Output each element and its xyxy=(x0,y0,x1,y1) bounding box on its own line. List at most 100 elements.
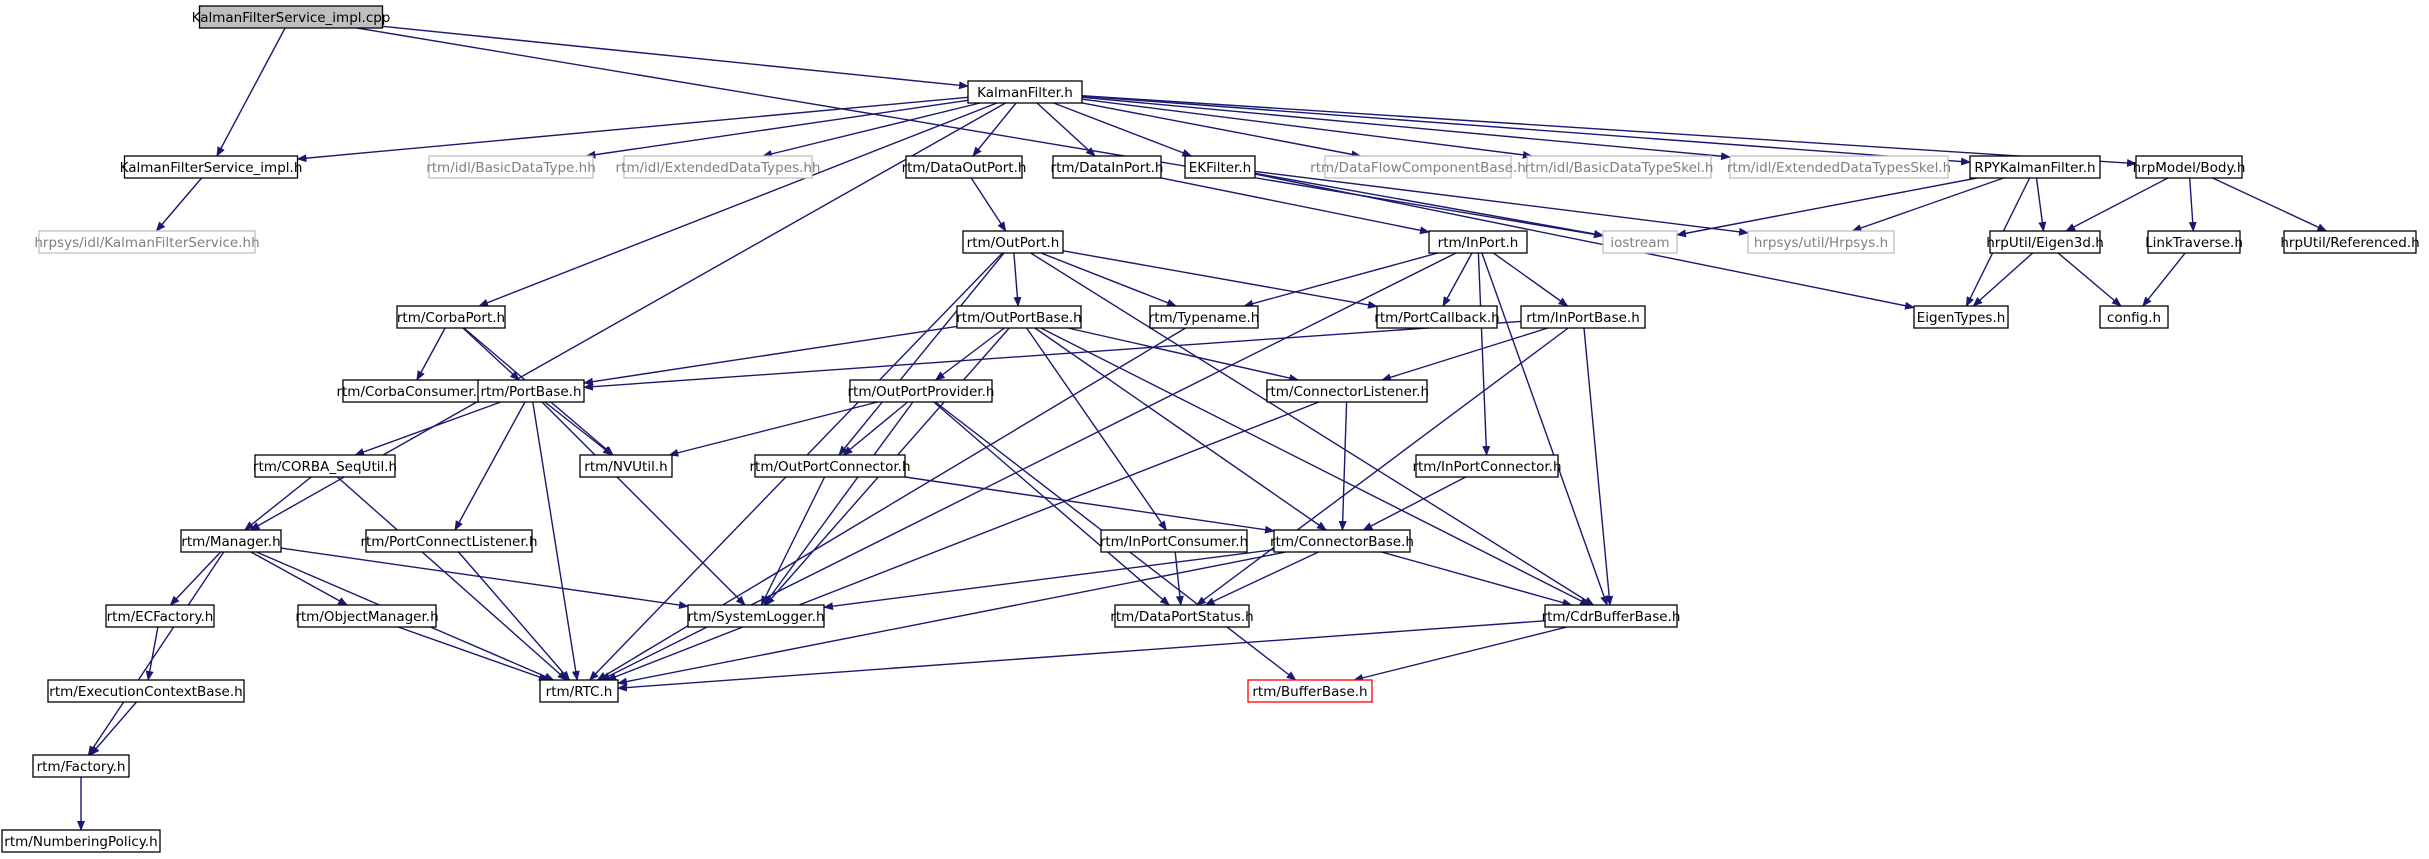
node-dop[interactable]: rtm/DataOutPort.h xyxy=(902,155,1027,179)
node-kfsihh[interactable]: hrpsys/idl/KalmanFilterService.hh xyxy=(34,230,260,254)
node-label: KalmanFilter.h xyxy=(977,85,1073,101)
node-manager[interactable]: rtm/Manager.h xyxy=(180,529,282,553)
edge-outportbase-to-opprov xyxy=(934,327,1005,381)
node-outport[interactable]: rtm/OutPort.h xyxy=(962,230,1064,254)
edge-connlist-to-connbase xyxy=(1338,401,1348,531)
node-factory[interactable]: rtm/Factory.h xyxy=(32,754,130,778)
node-root[interactable]: KalmanFilterService_impl.cpp xyxy=(192,5,391,29)
edge-inport-to-cdr xyxy=(1481,252,1608,606)
edge-outportbase-to-connlist xyxy=(1067,327,1300,382)
node-extskel[interactable]: rtm/idl/ExtendedDataTypesSkel.h xyxy=(1727,155,1951,179)
node-dfcb[interactable]: rtm/DataFlowComponentBase.h xyxy=(1310,155,1526,179)
node-numpol[interactable]: rtm/NumberingPolicy.h xyxy=(1,829,161,853)
node-inportbase[interactable]: rtm/InPortBase.h xyxy=(1520,305,1646,329)
edge-kf-to-body xyxy=(1081,95,2137,168)
node-box xyxy=(32,754,130,778)
node-box xyxy=(198,5,384,29)
edge-kf-to-extdt xyxy=(762,102,981,158)
node-inport[interactable]: rtm/InPort.h xyxy=(1428,230,1528,254)
edge-corbaseq-to-rtc xyxy=(336,476,568,681)
node-body[interactable]: hrpModel/Body.h xyxy=(2133,155,2246,179)
node-label: rtm/ECFactory.h xyxy=(107,609,214,625)
node-dps[interactable]: rtm/DataPortStatus.h xyxy=(1110,604,1254,628)
edge-connbase-to-cdr xyxy=(1381,551,1573,607)
edge-inport-to-inportbase xyxy=(1492,252,1569,307)
edge-inportbase-to-connlist xyxy=(1381,327,1549,382)
node-corbacons[interactable]: rtm/CorbaConsumer.h xyxy=(336,379,486,403)
node-rpy[interactable]: RPYKalmanFilter.h xyxy=(1969,155,2101,179)
node-label: LinkTraverse.h xyxy=(2145,235,2243,251)
edge-portbase-to-nvutil xyxy=(544,401,613,456)
node-dip[interactable]: rtm/DataInPort.h xyxy=(1051,155,1164,179)
node-basicskel[interactable]: rtm/idl/BasicDataTypeSkel.h xyxy=(1525,155,1714,179)
node-corbaseq[interactable]: rtm/CORBA_SeqUtil.h xyxy=(253,454,397,478)
node-label: rtm/NVUtil.h xyxy=(584,459,667,475)
node-box xyxy=(47,679,245,703)
node-box xyxy=(1266,379,1428,403)
node-label: rtm/idl/ExtendedDataTypes.hh xyxy=(616,160,821,176)
node-label: rtm/idl/BasicDataType.hh xyxy=(426,160,596,176)
edge-kf-to-basicskel xyxy=(1081,98,1533,159)
node-ipconn[interactable]: rtm/InPortConnector.h xyxy=(1412,454,1562,478)
node-portcb[interactable]: rtm/PortCallback.h xyxy=(1374,305,1500,329)
edge-manager-to-ecf xyxy=(169,551,222,606)
node-ekf[interactable]: EKFilter.h xyxy=(1184,155,1256,179)
node-ecf[interactable]: rtm/ECFactory.h xyxy=(105,604,215,628)
node-label: rtm/InPortConsumer.h xyxy=(1100,534,1248,550)
node-cdr[interactable]: rtm/CdrBufferBase.h xyxy=(1542,604,1681,628)
edge-outportbase-to-portbase xyxy=(583,325,958,386)
edge-outport-to-portcb xyxy=(1062,250,1378,309)
node-label: rtm/BufferBase.h xyxy=(1252,684,1367,700)
node-box xyxy=(1520,305,1646,329)
node-box xyxy=(905,155,1023,179)
node-ecb[interactable]: rtm/ExecutionContextBase.h xyxy=(47,679,245,703)
node-bufbase[interactable]: rtm/BufferBase.h xyxy=(1247,679,1373,703)
node-referenced[interactable]: hrpUtil/Referenced.h xyxy=(2280,230,2420,254)
node-label: EigenTypes.h xyxy=(1917,310,2006,326)
node-connlist[interactable]: rtm/ConnectorListener.h xyxy=(1265,379,1429,403)
node-label: rtm/CORBA_SeqUtil.h xyxy=(253,459,397,475)
node-label: rtm/NumberingPolicy.h xyxy=(4,834,157,850)
node-label: rtm/OutPortBase.h xyxy=(956,310,1082,326)
node-box xyxy=(967,80,1083,104)
node-objmgr[interactable]: rtm/ObjectManager.h xyxy=(295,604,439,628)
node-kfsih[interactable]: KalmanFilterService_impl.h xyxy=(120,155,303,179)
node-syslog[interactable]: rtm/SystemLogger.h xyxy=(687,604,825,628)
node-box xyxy=(123,155,299,179)
node-hrpsys[interactable]: hrpsys/util/Hrpsys.h xyxy=(1747,230,1895,254)
node-box xyxy=(1747,230,1895,254)
node-box xyxy=(396,305,506,329)
node-label: rtm/PortBase.h xyxy=(480,384,581,400)
node-box xyxy=(1376,305,1498,329)
edge-body-to-referenced xyxy=(2212,177,2328,232)
node-pcl[interactable]: rtm/PortConnectListener.h xyxy=(360,529,538,553)
node-box xyxy=(2147,230,2241,254)
node-rtc[interactable]: rtm/RTC.h xyxy=(539,679,619,703)
node-label: RPYKalmanFilter.h xyxy=(1974,160,2095,176)
node-nvutil[interactable]: rtm/NVUtil.h xyxy=(579,454,673,478)
node-opprov[interactable]: rtm/OutPortProvider.h xyxy=(848,379,995,403)
node-linktrav[interactable]: LinkTraverse.h xyxy=(2145,230,2243,254)
edge-outport-to-cdr xyxy=(1030,252,1595,606)
node-basicdt[interactable]: rtm/idl/BasicDataType.hh xyxy=(426,155,596,179)
edge-corbaport-to-corbacons xyxy=(416,327,446,381)
node-opconn[interactable]: rtm/OutPortConnector.h xyxy=(749,454,911,478)
node-extdt[interactable]: rtm/idl/ExtendedDataTypes.hh xyxy=(616,155,821,179)
node-label: rtm/OutPortConnector.h xyxy=(749,459,910,475)
node-eigentypes[interactable]: EigenTypes.h xyxy=(1913,305,2009,329)
node-connbase[interactable]: rtm/ConnectorBase.h xyxy=(1270,529,1414,553)
edge-ekf-to-iostream xyxy=(1254,172,1604,238)
node-corbaport[interactable]: rtm/CorbaPort.h xyxy=(396,305,506,329)
node-box xyxy=(477,379,585,403)
node-outportbase[interactable]: rtm/OutPortBase.h xyxy=(956,305,1082,329)
edge-eigen3d-to-config xyxy=(2057,252,2122,307)
node-ipcons[interactable]: rtm/InPortConsumer.h xyxy=(1100,529,1248,553)
node-iostream[interactable]: iostream xyxy=(1602,230,1678,254)
node-portbase[interactable]: rtm/PortBase.h xyxy=(477,379,585,403)
node-eigen3d[interactable]: hrpUtil/Eigen3d.h xyxy=(1986,230,2104,254)
node-config[interactable]: config.h xyxy=(2099,305,2169,329)
node-kf[interactable]: KalmanFilter.h xyxy=(967,80,1083,104)
edge-rpy-to-iostream xyxy=(1676,177,1978,238)
node-typename[interactable]: rtm/Typename.h xyxy=(1149,305,1260,329)
node-box xyxy=(849,379,993,403)
